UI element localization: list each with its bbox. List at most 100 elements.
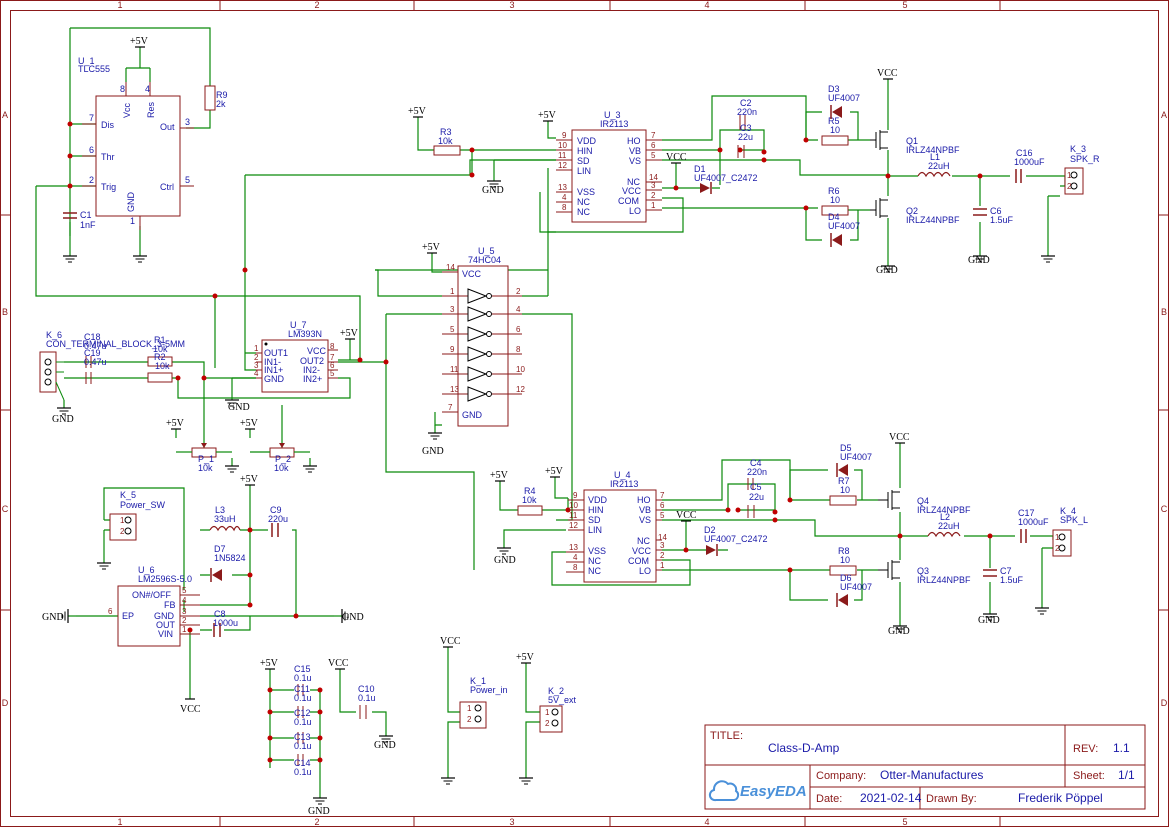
svg-text:OUT1: OUT1 — [264, 348, 288, 358]
title-block: TITLE: Class-D-Amp REV: 1.1 Company: Ott… — [704, 724, 1146, 810]
svg-text:UF4007_C2472: UF4007_C2472 — [704, 534, 768, 544]
svg-text:10k: 10k — [153, 344, 168, 354]
svg-text:2: 2 — [182, 616, 187, 625]
svg-text:COM: COM — [628, 556, 649, 566]
svg-text:3: 3 — [182, 607, 187, 616]
svg-text:VS: VS — [639, 515, 651, 525]
svg-text:Res: Res — [146, 101, 156, 118]
col-label: 4 — [704, 0, 709, 10]
svg-text:GND: GND — [126, 192, 136, 213]
svg-text:OUT: OUT — [156, 620, 176, 630]
svg-text:2: 2 — [1067, 182, 1072, 191]
svg-text:K_6: K_6 — [46, 330, 62, 340]
svg-text:IN1+: IN1+ — [264, 365, 283, 375]
svg-text:SPK_R: SPK_R — [1070, 154, 1100, 164]
net-label: GND — [876, 265, 898, 276]
svg-text:NC: NC — [588, 556, 601, 566]
svg-text:GND: GND — [264, 374, 285, 384]
date-key: Date: — [816, 793, 842, 805]
net-label: VCC — [440, 636, 461, 647]
net-label: GND — [888, 626, 910, 637]
row-label: D — [1161, 698, 1168, 708]
svg-text:1.5uF: 1.5uF — [1000, 575, 1024, 585]
svg-text:HIN: HIN — [588, 505, 604, 515]
drawn-by-key: Drawn By: — [926, 793, 977, 805]
svg-text:R4: R4 — [524, 486, 536, 496]
pin-number: 9 — [450, 345, 455, 354]
rev-value: 1.1 — [1113, 741, 1130, 755]
svg-text:9: 9 — [573, 491, 578, 500]
svg-text:FB: FB — [164, 600, 176, 610]
svg-text:Ctrl: Ctrl — [160, 182, 174, 192]
svg-text:R6: R6 — [828, 186, 840, 196]
svg-text:5: 5 — [660, 511, 665, 520]
svg-text:12: 12 — [569, 521, 578, 530]
svg-text:U_4: U_4 — [614, 470, 631, 480]
svg-text:C6: C6 — [990, 206, 1002, 216]
svg-text:R5: R5 — [828, 116, 840, 126]
connector-k2: 12K_25V_ext — [539, 686, 577, 733]
svg-text:1: 1 — [1067, 171, 1072, 180]
svg-text:6: 6 — [89, 145, 94, 155]
svg-text:0.47u: 0.47u — [84, 341, 107, 351]
svg-text:HO: HO — [637, 495, 651, 505]
svg-text:9: 9 — [562, 131, 567, 140]
svg-text:IRLZ44NPBF: IRLZ44NPBF — [906, 145, 960, 155]
svg-text:2k: 2k — [216, 99, 226, 109]
net-label: GND — [422, 446, 444, 457]
svg-text:U_5: U_5 — [478, 246, 495, 256]
svg-text:D5: D5 — [840, 443, 852, 453]
net-label: +5V — [538, 110, 557, 121]
svg-text:U_3: U_3 — [604, 110, 621, 120]
svg-text:UF4007: UF4007 — [828, 221, 860, 231]
svg-text:11: 11 — [569, 511, 578, 520]
svg-text:C1: C1 — [80, 210, 92, 220]
net-label: GND — [342, 612, 364, 623]
svg-text:L1: L1 — [930, 152, 940, 162]
svg-text:ON#/OFF: ON#/OFF — [132, 590, 172, 600]
svg-text:IRLZ44NPBF: IRLZ44NPBF — [917, 575, 971, 585]
ground-symbols: GND GND GND GND GND GND GND GND GND GND … — [42, 172, 1056, 817]
svg-text:3: 3 — [651, 181, 656, 190]
svg-text:IR2113: IR2113 — [610, 479, 638, 489]
svg-text:L3: L3 — [215, 505, 225, 515]
svg-text:LM393N: LM393N — [288, 329, 322, 339]
svg-text:10: 10 — [840, 485, 850, 495]
svg-text:1: 1 — [1055, 533, 1060, 542]
svg-text:33uH: 33uH — [214, 514, 236, 524]
svg-text:6: 6 — [651, 141, 656, 150]
svg-text:COM: COM — [618, 196, 639, 206]
svg-text:C15: C15 — [294, 664, 311, 674]
svg-text:C3: C3 — [740, 123, 752, 133]
svg-text:VCC: VCC — [622, 186, 642, 196]
svg-text:P_2: P_2 — [275, 454, 291, 464]
svg-text:7: 7 — [330, 353, 335, 362]
svg-text:7: 7 — [660, 491, 665, 500]
svg-text:K_3: K_3 — [1070, 144, 1086, 154]
svg-text:Power_SW: Power_SW — [120, 500, 166, 510]
svg-text:220n: 220n — [737, 107, 757, 117]
svg-text:EasyEDA: EasyEDA — [740, 783, 807, 800]
svg-text:K_2: K_2 — [548, 686, 564, 696]
svg-text:5: 5 — [330, 369, 335, 378]
row-label: B — [1161, 307, 1167, 317]
net-label: GND — [52, 414, 74, 425]
svg-text:VIN: VIN — [158, 629, 173, 639]
svg-text:C13: C13 — [294, 732, 311, 742]
svg-text:1: 1 — [545, 708, 550, 717]
svg-text:R8: R8 — [838, 546, 850, 556]
svg-text:C18: C18 — [84, 332, 101, 342]
svg-text:NC: NC — [577, 207, 590, 217]
